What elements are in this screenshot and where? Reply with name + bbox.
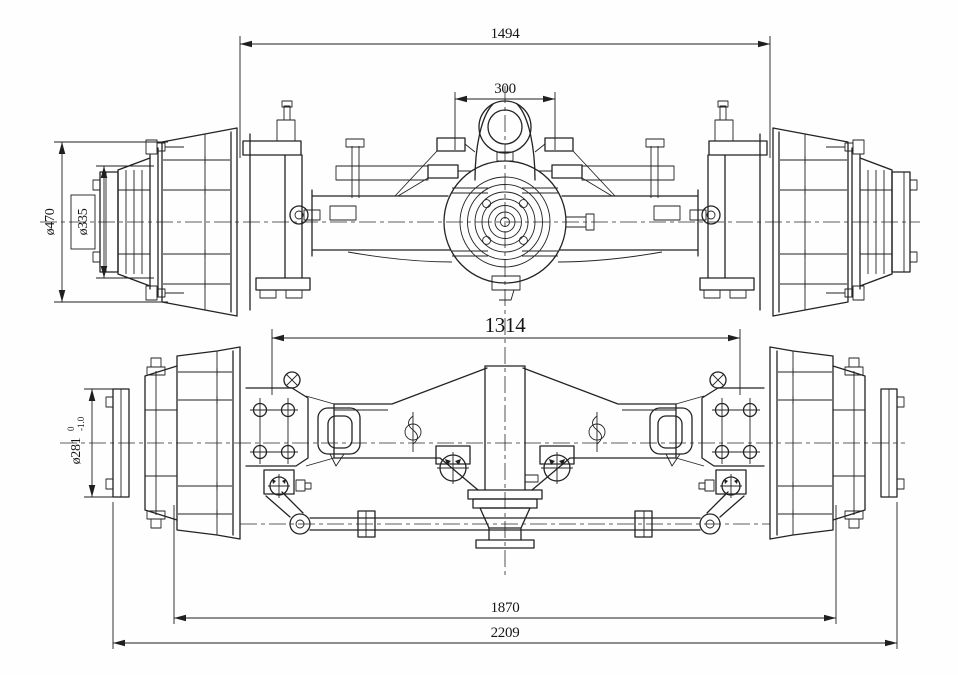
dim-mount-width-label: 300 — [494, 81, 516, 97]
shock-mounts — [404, 412, 606, 484]
centerlines — [40, 86, 920, 575]
brake-linkage — [335, 138, 675, 198]
dim-1870: 1870 — [173, 505, 837, 624]
axle-tubes — [303, 189, 707, 263]
pinion-nose — [467, 489, 543, 549]
dim-dia281: ø281 0 -1.0 — [66, 388, 128, 498]
top-view — [92, 100, 918, 317]
dim-dia335: ø335 — [70, 165, 154, 279]
dim-overall-length-label: 2209 — [491, 625, 520, 641]
kingpin-bosses — [317, 407, 693, 467]
dim-1314: 1314 — [271, 313, 741, 395]
brake-drum-right-bottom — [769, 346, 905, 540]
dim-flange-distance-label: 1870 — [491, 600, 520, 616]
steer-knuckle-left — [245, 371, 312, 535]
brake-drum-right-top — [772, 127, 918, 317]
differential-housing — [443, 151, 595, 301]
dim-pilot-tolerance-upper: 0 — [66, 426, 76, 431]
dim-2209: 2209 — [112, 502, 898, 649]
dim-hub-diameter-label: ø335 — [76, 208, 91, 235]
axle-beam — [305, 365, 705, 491]
dim-pilot-tolerance-lower: -1.0 — [76, 416, 86, 431]
steer-knuckle-right — [698, 371, 765, 535]
dim-drum-diameter-label: ø470 — [43, 208, 58, 235]
dim-1494: 1494 — [239, 26, 771, 158]
dim-300: 300 — [454, 81, 556, 150]
kingpin-right — [699, 100, 768, 311]
tie-rod — [309, 510, 701, 538]
dim-pilot-diameter-label: ø281 — [69, 437, 84, 464]
brake-drum-left-top — [92, 127, 238, 317]
kingpin-left — [242, 100, 311, 311]
dim-center-distance-label: 1314 — [485, 313, 527, 337]
carrier-top-bracket — [394, 100, 616, 197]
dim-dia470: ø470 — [43, 141, 168, 303]
dim-top-length-label: 1494 — [491, 26, 521, 42]
